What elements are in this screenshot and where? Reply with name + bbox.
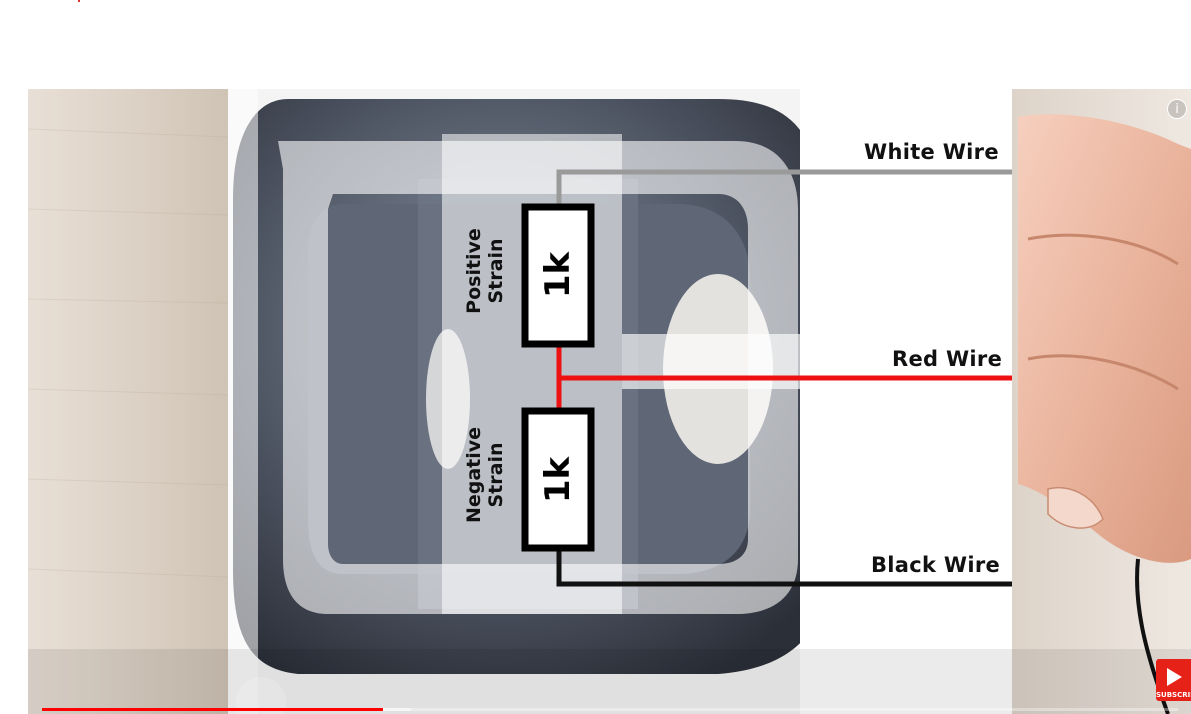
resistor-top-box [521, 203, 595, 348]
red-wire-label: Red Wire [892, 347, 1003, 371]
wood-grain-left [28, 128, 229, 578]
subscribe-label: SUBSCRIBE [1156, 691, 1191, 699]
diagram-overlay-top-right [800, 89, 1012, 714]
channel-watermark [236, 677, 286, 714]
positive-strain-label: Positive Strain [463, 206, 507, 336]
positive-strain-line2: Strain [485, 238, 507, 304]
negative-strain-line1: Negative [463, 426, 485, 524]
subscribe-button[interactable]: SUBSCRIBE [1156, 659, 1191, 701]
white-wire-label: White Wire [864, 140, 999, 164]
video-bottom-shade [28, 649, 1191, 714]
positive-strain-line1: Positive [463, 228, 485, 314]
bottom-resistor-label: 1k [538, 456, 578, 504]
video-player[interactable]: White Wire Red Wire Black Wire 1k 1k Pos… [28, 89, 1191, 714]
black-wire [556, 549, 1012, 587]
video-frame [28, 89, 1191, 714]
table-left [28, 89, 228, 714]
progress-played [42, 708, 383, 711]
top-resistor-label: 1k [538, 251, 578, 299]
finger-crease-1 [1027, 233, 1179, 266]
progress-bar[interactable] [42, 708, 1178, 711]
play-triangle-icon [1167, 668, 1182, 686]
black-wire-label: Black Wire [871, 553, 1001, 577]
diagram-overlay-bridge [622, 334, 832, 389]
finger-crease-2 [1027, 354, 1179, 391]
negative-strain-label: Negative Strain [463, 410, 507, 540]
thumb-nail [1047, 487, 1104, 529]
diagram-overlay-left [228, 89, 258, 714]
stray-mark [78, 0, 80, 2]
info-icon[interactable]: i [1167, 99, 1187, 119]
hand [1018, 114, 1191, 563]
white-wire [556, 169, 1012, 207]
resistor-bottom-box [521, 407, 595, 552]
negative-strain-line2: Strain [485, 442, 507, 508]
diagram-overlay-ring [278, 141, 798, 614]
